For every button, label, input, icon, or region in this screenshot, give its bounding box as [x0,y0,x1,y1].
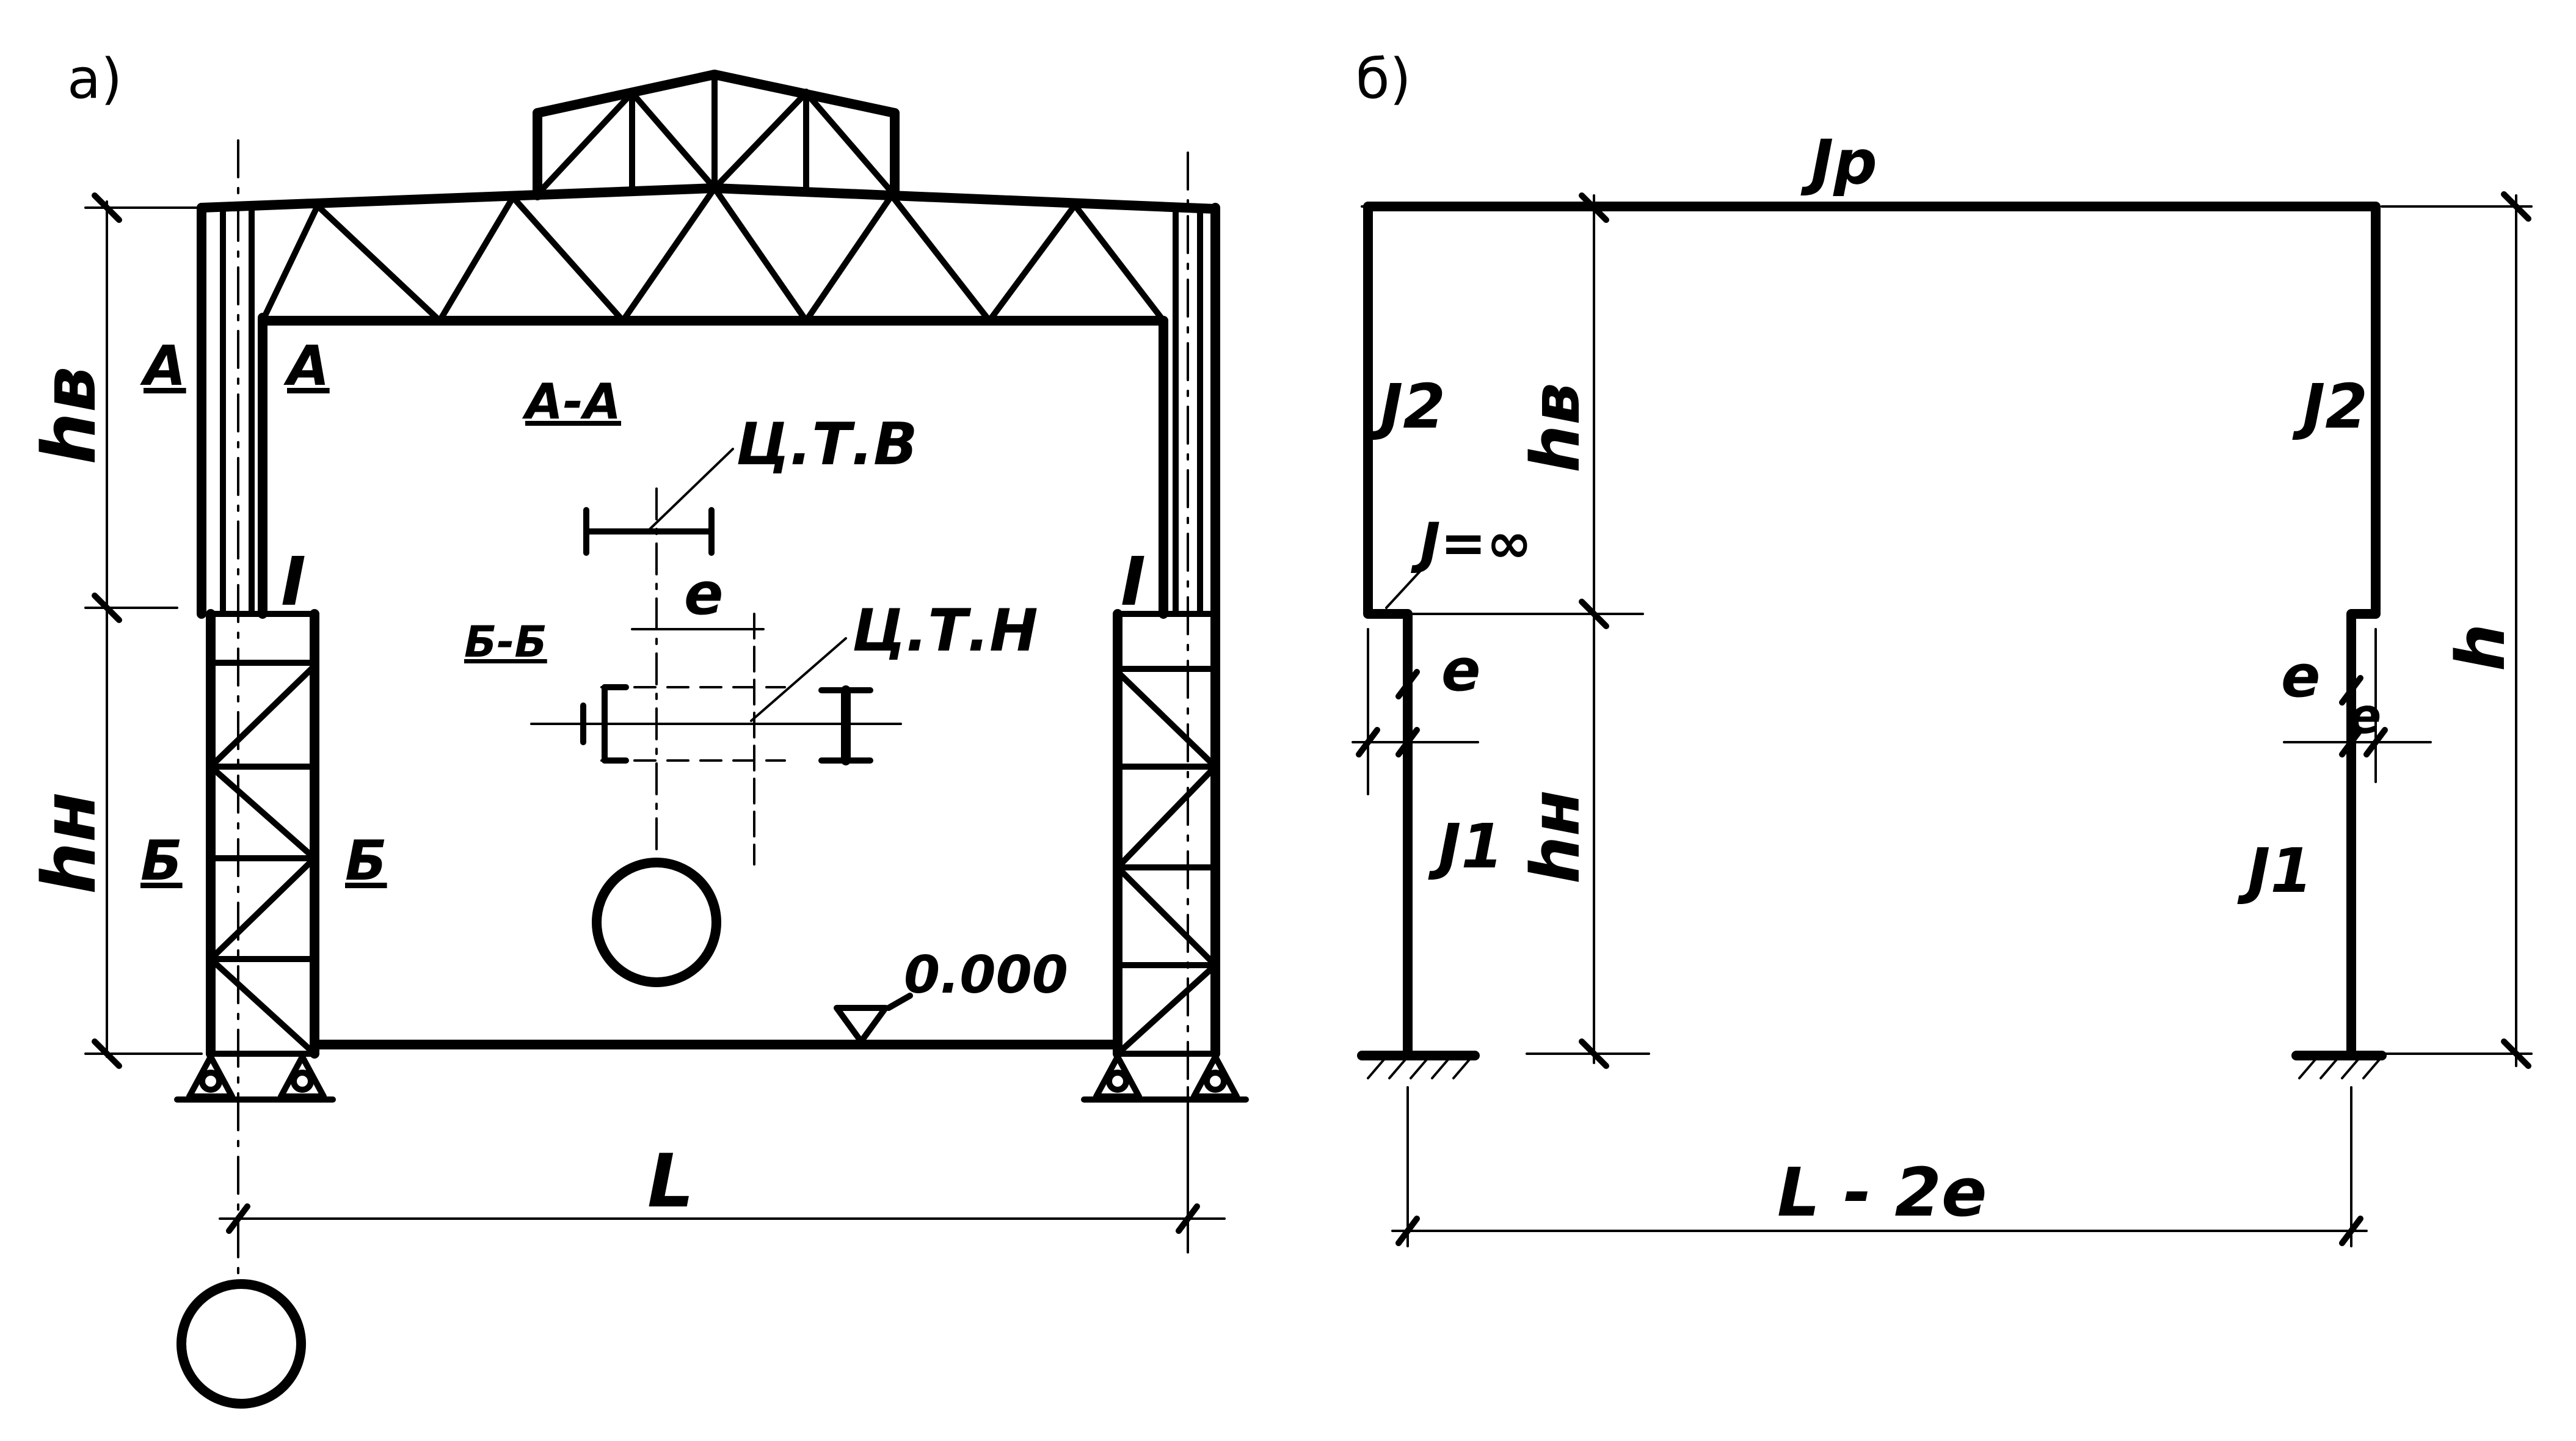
right-column-upper [1159,203,1220,619]
left-column-lower-lattice [206,609,319,1059]
section-a-right: А [283,334,330,398]
e-left-label: е [1441,637,1480,704]
hn-label: hн [1516,790,1595,884]
elevation-mark [834,993,913,1045]
section-bb-label: Б-Б [464,617,547,667]
e-right-label: е [2281,643,2320,710]
ctv-label: Ц.Т.В [736,411,918,478]
h-upper-label: hв [27,366,112,464]
left-eccentricity-dimension [1352,628,1479,795]
e-label-a: е [684,561,723,628]
section-inset: А-А Б-Б Ц.Т.В е [464,373,1038,987]
roof-truss [197,183,1220,326]
section-b-left: Б [140,829,183,893]
ctv-leader [646,448,734,533]
span-label-a: L [647,1139,694,1224]
section-a-left: А [140,334,186,398]
section-aa-label: А-А [522,373,621,430]
panel-a: а) hв hн [27,47,1249,1409]
ctn-label: Ц.Т.Н [852,597,1038,665]
right-fixed-support [2291,1051,2387,1079]
panel-b-label: б) [1356,47,1411,111]
total-height-dimension [2381,191,2533,1069]
j1-right-label: J1 [2237,835,2313,907]
ctn-leader [750,637,847,722]
j2-left-label: J2 [1370,371,1446,442]
panel-a-label: а) [67,47,122,111]
h-lower-label: hн [27,792,112,894]
jp-label: Jр [1800,126,1877,198]
j-inf-leader [1385,567,1424,609]
roman-label-left: I [281,542,306,621]
left-supports [174,1054,336,1103]
left-column-upper [197,203,267,619]
span-dimension-b [1391,1086,2368,1247]
j-inf-label: J=∞ [1411,511,1532,575]
elevation-label: 0.000 [904,945,1068,1005]
skylight-lantern [533,70,900,202]
j2-right-label: J2 [2292,371,2368,442]
section-b-right: Б [345,829,387,893]
right-eccentricity-dimension [2283,628,2432,783]
left-fixed-support [1357,1051,1480,1079]
right-column-lower-lattice [1113,609,1220,1059]
right-supports [1081,1054,1249,1103]
span-dimension-a [219,1086,1226,1253]
j1-left-label: J1 [1428,811,1504,882]
span-label-b: L - 2е [1777,1153,1987,1231]
e-right-label-2: е [2348,688,2381,745]
panel-b: б) Jр J2 J2 J=∞ J1 J1 [1352,47,2533,1247]
inner-height-dimension [1361,192,1650,1069]
h-total-label: h [2442,624,2520,671]
left-height-dimension [84,192,203,1069]
design-frame [1363,202,2381,1059]
axis-marker-left [176,1279,306,1409]
roman-label-right: I [1121,542,1146,621]
hv-label: hв [1516,382,1595,473]
axis-marker-center [592,858,721,987]
lower-section [530,684,902,765]
